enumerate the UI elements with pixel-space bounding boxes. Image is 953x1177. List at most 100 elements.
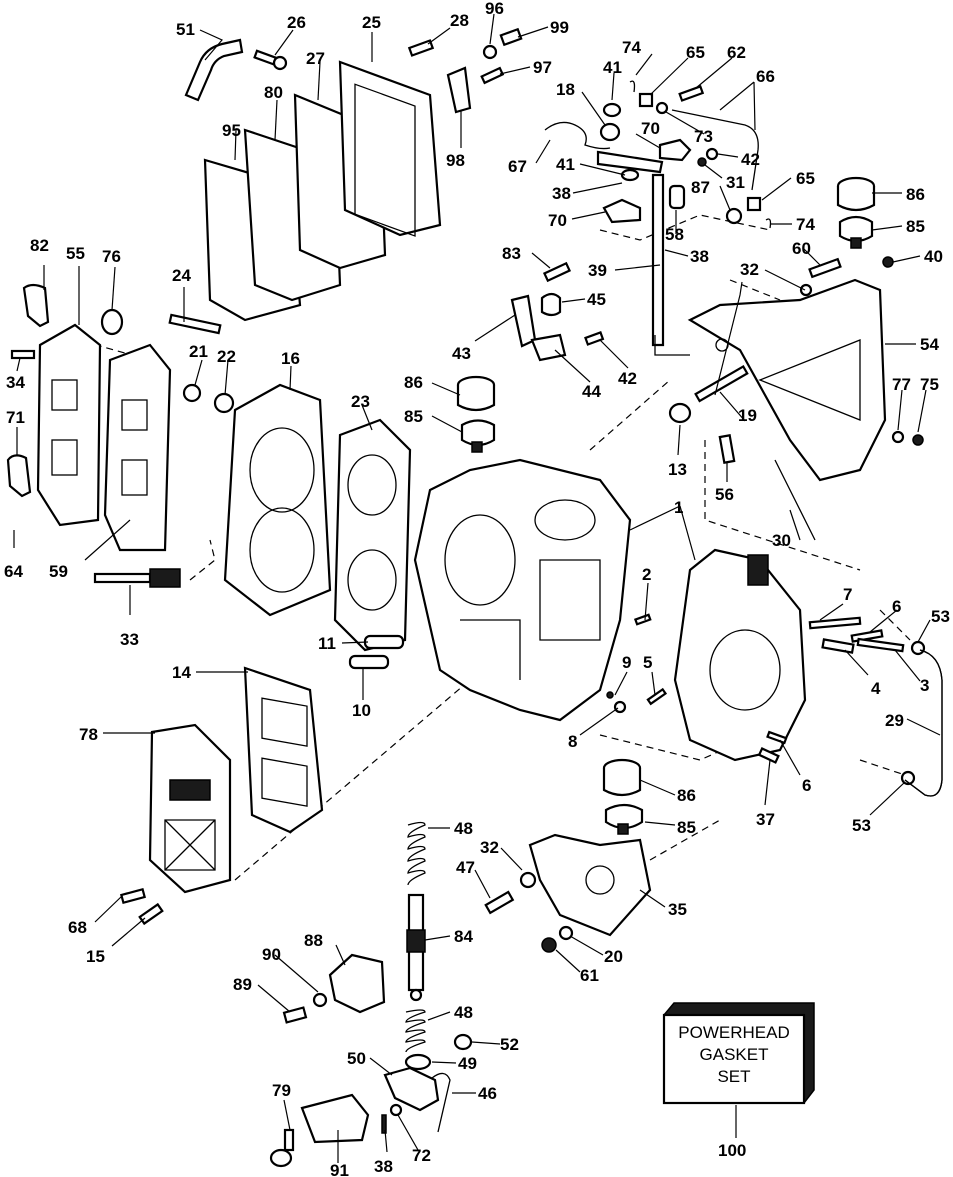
callout-65-top: 65 (686, 43, 705, 62)
callout-41-upper: 41 (603, 58, 622, 77)
clamp-53-top (910, 640, 926, 656)
callout-79: 79 (272, 1081, 291, 1100)
bushing-45 (540, 292, 562, 317)
callout-74-top: 74 (622, 38, 641, 57)
callout-95: 95 (222, 121, 241, 140)
washer-49 (404, 1053, 432, 1071)
callout-6-bottom: 6 (802, 776, 811, 795)
callout-74-lower: 74 (796, 215, 815, 234)
bracket-35 (528, 833, 652, 937)
bushing-18 (599, 122, 621, 142)
callout-26: 26 (287, 13, 306, 32)
callout-32-lower: 32 (480, 838, 499, 857)
callout-83: 83 (502, 244, 521, 263)
callout-99: 99 (550, 18, 569, 37)
callout-31: 31 (726, 173, 745, 192)
washer-32-lower (519, 871, 537, 889)
grommet-76 (100, 308, 124, 336)
gasket-59 (103, 343, 172, 552)
mount-86-left (456, 375, 496, 412)
clamp-71 (6, 454, 32, 498)
callout-10: 10 (352, 701, 371, 720)
callout-labels: 51 26 25 28 96 99 97 98 27 80 95 82 55 7… (4, 0, 950, 1177)
washer-41-upper (602, 102, 622, 118)
cam-50 (383, 1066, 440, 1112)
callout-86-left: 86 (404, 373, 423, 392)
washer-77 (891, 430, 905, 444)
callout-76: 76 (102, 247, 121, 266)
callout-28: 28 (450, 11, 469, 30)
callout-6-top: 6 (892, 597, 901, 616)
pin-2 (633, 613, 652, 626)
callout-3: 3 (920, 676, 929, 695)
callout-47: 47 (456, 858, 475, 877)
clamp-53-bottom (900, 770, 916, 786)
stud-5 (646, 687, 668, 706)
callout-21: 21 (189, 342, 208, 361)
callout-37: 37 (756, 810, 775, 829)
callout-50: 50 (347, 1049, 366, 1068)
screw-99 (499, 27, 523, 47)
callout-38-upper: 38 (552, 184, 571, 203)
callout-19: 19 (738, 406, 757, 425)
callout-34: 34 (6, 373, 25, 392)
clip-74-lower (765, 218, 772, 229)
fitting-21 (182, 383, 202, 403)
link-44 (530, 333, 567, 362)
bracket-54 (687, 278, 887, 482)
callout-52: 52 (500, 1035, 519, 1054)
bracket-98 (446, 66, 472, 114)
callout-46: 46 (478, 1084, 497, 1103)
screw-47 (484, 890, 515, 915)
callout-96: 96 (485, 0, 504, 18)
screw-19 (694, 365, 749, 403)
callout-43: 43 (452, 344, 471, 363)
callout-13: 13 (668, 460, 687, 479)
nut-61 (541, 937, 557, 953)
ground-wire-30 (774, 459, 816, 541)
callout-66: 66 (756, 67, 775, 86)
cylinder-block (413, 458, 632, 722)
callout-62: 62 (727, 43, 746, 62)
bracket-91 (300, 1093, 370, 1144)
callout-61: 61 (580, 966, 599, 985)
callout-65-lower: 65 (796, 169, 815, 188)
dowel-11 (363, 634, 405, 650)
washer-32-upper (799, 283, 813, 297)
callout-4: 4 (871, 679, 881, 698)
bolt-56 (718, 434, 736, 464)
screw-26 (253, 49, 288, 71)
gasket-23 (333, 418, 412, 652)
callout-23: 23 (351, 392, 370, 411)
callout-1: 1 (674, 498, 683, 517)
screw-97 (480, 66, 505, 85)
callout-35: 35 (668, 900, 687, 919)
bracket-70-upper (658, 138, 692, 162)
callout-100: 100 (718, 1141, 746, 1160)
link-rod-84 (406, 893, 426, 1002)
screw-37 (757, 747, 780, 764)
callout-7: 7 (843, 585, 852, 604)
callout-9: 9 (622, 653, 631, 672)
callout-68: 68 (68, 918, 87, 937)
callout-73: 73 (694, 127, 713, 146)
screw-15 (138, 902, 164, 926)
washer-73 (655, 101, 669, 115)
callout-48-top: 48 (454, 819, 473, 838)
callout-38-middle: 38 (690, 247, 709, 266)
callout-60: 60 (792, 239, 811, 258)
gasket-set-line-3: SET (717, 1067, 750, 1086)
callout-30: 30 (772, 531, 791, 550)
washer-41-lower (620, 168, 640, 182)
callout-54: 54 (920, 335, 939, 354)
mount-85-top (838, 215, 874, 249)
bracket-88 (328, 953, 386, 1014)
washer-90 (312, 992, 328, 1008)
callout-91: 91 (330, 1161, 349, 1177)
callout-33: 33 (120, 630, 139, 649)
callout-18: 18 (556, 80, 575, 99)
callout-82: 82 (30, 236, 49, 255)
callout-67: 67 (508, 157, 527, 176)
throttle-rod-39 (651, 173, 665, 347)
callout-84: 84 (454, 927, 473, 946)
